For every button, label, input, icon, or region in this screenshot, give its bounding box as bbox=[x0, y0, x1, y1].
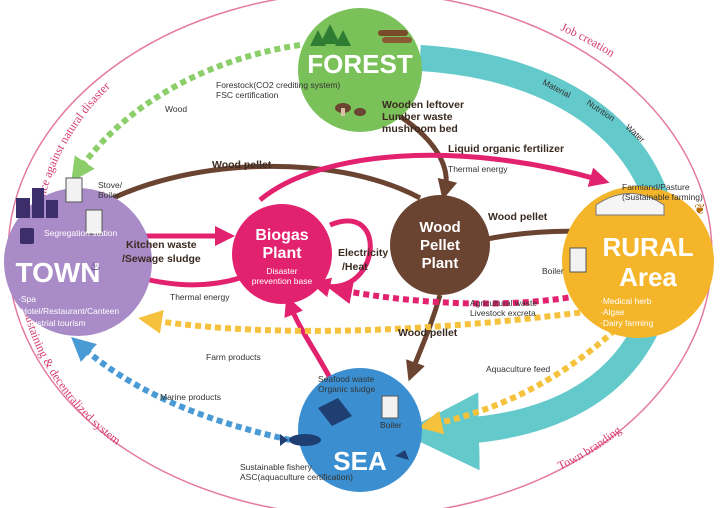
mushroom-icon bbox=[354, 108, 366, 116]
wood-pellet-title-line3: Plant bbox=[422, 255, 459, 272]
kitchen-waste-line1: Kitchen waste bbox=[126, 239, 197, 251]
biogas-node: Biogas Plant Disaster prevention base bbox=[232, 204, 332, 304]
fertilizer-arrow-to-rural bbox=[258, 152, 610, 202]
tree-icon bbox=[335, 30, 351, 46]
wooden-leftover-line3: mushroom bed bbox=[382, 123, 458, 135]
boiler-icon bbox=[569, 247, 587, 273]
stove-boiler-line1: Stove/ bbox=[98, 180, 123, 190]
agri-waste-arrow bbox=[328, 280, 599, 307]
thermal-energy-bottom-label: Thermal energy bbox=[170, 292, 230, 302]
agri-waste-line2: Livestock excreta bbox=[470, 308, 536, 318]
rural-title-line2: Area bbox=[619, 262, 677, 292]
sea-title: SEA bbox=[333, 446, 387, 476]
marine-products-arrow bbox=[71, 336, 291, 443]
segregation-station-label: Segregation station bbox=[44, 228, 118, 238]
forest-certs-line2: FSC certification bbox=[216, 90, 279, 100]
agri-waste-line1: Agricultural waste bbox=[470, 298, 537, 308]
rural-feature: ·Medical herb bbox=[600, 296, 652, 306]
log-icon bbox=[378, 30, 408, 36]
ring-label-town-branding: Town branding bbox=[555, 423, 623, 473]
seafood-waste-line1: Seafood waste bbox=[318, 374, 375, 384]
sea-certs-line1: Sustainable fishery bbox=[240, 462, 313, 472]
forest-node: FOREST bbox=[298, 8, 422, 132]
rural-feature: ·Dairy farming bbox=[600, 318, 654, 328]
wood-pellet-title-line2: Pellet bbox=[420, 237, 460, 254]
town-feature: ·Spa bbox=[18, 294, 36, 304]
mushroom-stem bbox=[341, 108, 345, 116]
fish-icon bbox=[289, 434, 321, 446]
seaweed-icon bbox=[395, 450, 409, 460]
stove-icon bbox=[65, 177, 83, 203]
rural-feature: ·Algae bbox=[600, 307, 625, 317]
biogas-sub-line2: prevention base bbox=[252, 276, 313, 286]
fish-farm-icon bbox=[318, 398, 352, 426]
town-feature: ·Industrial tourism bbox=[18, 318, 86, 328]
wood-pellet-top-label: Wood pellet bbox=[212, 159, 272, 171]
building-icon bbox=[46, 200, 58, 218]
town-node: Segregation station TOWN ♨ ·Spa ·Hotel/R… bbox=[4, 177, 152, 336]
log-icon bbox=[382, 37, 412, 43]
greenhouse-icon bbox=[595, 193, 665, 216]
wood-pellet-title-line1: Wood bbox=[419, 219, 460, 236]
farmland-label-line2: (Sustainable farming) bbox=[622, 192, 703, 202]
wooden-leftover-line2: Lumber waste bbox=[382, 111, 453, 123]
aquaculture-feed-arrow bbox=[418, 327, 618, 435]
biogas-sub-line1: Disaster bbox=[266, 266, 297, 276]
town-feature: ·Hotel/Restaurant/Canteen bbox=[18, 306, 119, 316]
trash-bin-icon bbox=[20, 228, 34, 244]
wheat-icon: ❦ bbox=[694, 201, 706, 217]
boiler-sea-label: Boiler bbox=[380, 420, 402, 430]
farmland-label-line1: Farmland/Pasture bbox=[622, 182, 690, 192]
forest-certs-line1: Forestock(CO2 crediting system) bbox=[216, 80, 340, 90]
pellet-arrow-to-town bbox=[91, 163, 422, 210]
wood-pellet-bottom-label: Wood pellet bbox=[398, 327, 458, 339]
wood-pellet-right-label: Wood pellet bbox=[488, 211, 548, 223]
sea-certs-line2: ASC(aquaculture certification) bbox=[240, 472, 353, 482]
stove-boiler-line2: Boiler bbox=[98, 190, 120, 200]
seafood-waste-line2: Organic sludge bbox=[318, 384, 375, 394]
tree-icon bbox=[320, 24, 340, 44]
farm-products-label: Farm products bbox=[206, 352, 261, 362]
liquid-fertilizer-label: Liquid organic fertilizer bbox=[448, 143, 564, 155]
building-icon bbox=[32, 188, 44, 218]
fish-tail bbox=[280, 434, 288, 446]
thermal-energy-top-label: Thermal energy bbox=[448, 164, 508, 174]
biogas-title-line2: Plant bbox=[262, 245, 302, 262]
town-title: TOWN bbox=[15, 257, 100, 288]
electricity-line1: Electricity bbox=[338, 247, 388, 259]
boiler-icon bbox=[85, 209, 103, 235]
wood-arrow-forest-to-town bbox=[71, 42, 301, 182]
boiler-rural-label: Boiler bbox=[542, 266, 564, 276]
pellet-arrow-to-sea bbox=[406, 294, 443, 382]
wood-label: Wood bbox=[165, 104, 187, 114]
forest-title: FOREST bbox=[307, 49, 413, 79]
wood-pellet-node: Wood Pellet Plant bbox=[390, 195, 490, 295]
electricity-line2: /Heat bbox=[342, 261, 368, 273]
marine-products-label: Marine products bbox=[160, 392, 221, 402]
aquaculture-feed-label: Aquaculture feed bbox=[486, 364, 551, 374]
wooden-leftover-line1: Wooden leftover bbox=[382, 99, 464, 111]
kitchen-waste-line2: /Sewage sludge bbox=[122, 253, 201, 265]
building-icon bbox=[16, 198, 30, 218]
biogas-title-line1: Biogas bbox=[255, 227, 308, 244]
farm-products-arrow bbox=[138, 307, 601, 334]
rural-node: Farmland/Pasture (Sustainable farming) R… bbox=[562, 182, 714, 338]
rural-title-line1: RURAL bbox=[603, 232, 694, 262]
boiler-icon bbox=[381, 395, 399, 419]
seafood-waste-arrow bbox=[284, 295, 333, 380]
sea-node: SEA bbox=[280, 368, 422, 492]
spa-icon: ♨ bbox=[90, 259, 101, 273]
